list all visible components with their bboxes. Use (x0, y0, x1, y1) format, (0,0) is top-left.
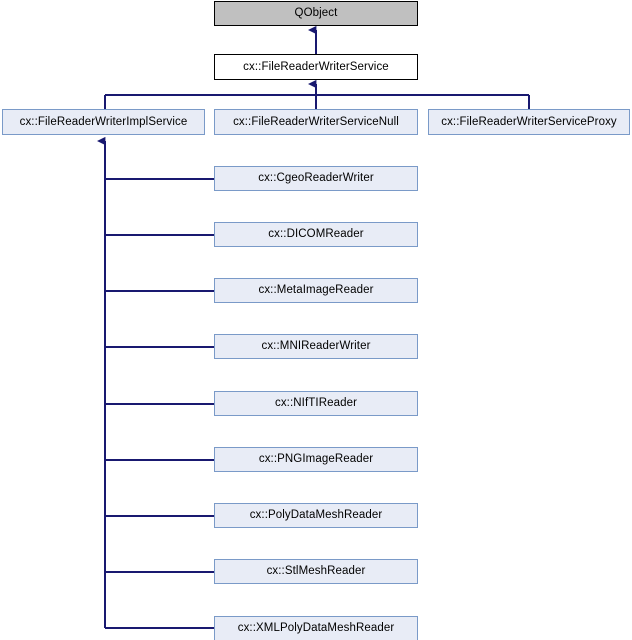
class-node-niftireader[interactable]: cx::NIfTIReader (214, 391, 418, 416)
class-node-polydatameshreader[interactable]: cx::PolyDataMeshReader (214, 503, 418, 528)
class-node-label: cx::FileReaderWriterServiceNull (233, 115, 399, 128)
class-node-label: cx::StlMeshReader (266, 565, 366, 578)
class-node-label: cx::PolyDataMeshReader (249, 509, 383, 522)
class-node-label: cx::XMLPolyDataMeshReader (237, 622, 395, 635)
class-node-label: cx::MetaImageReader (258, 284, 374, 297)
class-node-filereaderwriterservice[interactable]: cx::FileReaderWriterService (214, 54, 418, 80)
class-node-label: cx::PNGImageReader (258, 453, 374, 466)
class-node-dicomreader[interactable]: cx::DICOMReader (214, 222, 418, 247)
class-node-label: cx::DICOMReader (268, 228, 364, 241)
class-node-label: QObject (294, 7, 338, 20)
class-node-filereaderwriterimplservice[interactable]: cx::FileReaderWriterImplService (2, 109, 205, 135)
class-node-filereaderwriterservicenull[interactable]: cx::FileReaderWriterServiceNull (214, 109, 418, 135)
class-node-label: cx::FileReaderWriterService (243, 60, 389, 73)
class-node-label: cx::NIfTIReader (274, 397, 358, 410)
class-node-cgeoreaderwriter[interactable]: cx::CgeoReaderWriter (214, 166, 418, 191)
class-node-metaimagereader[interactable]: cx::MetaImageReader (214, 278, 418, 303)
class-node-pngimagereader[interactable]: cx::PNGImageReader (214, 447, 418, 472)
class-node-label: cx::CgeoReaderWriter (258, 172, 374, 185)
class-node-label: cx::FileReaderWriterServiceProxy (441, 115, 617, 128)
class-node-stlmeshreader[interactable]: cx::StlMeshReader (214, 559, 418, 584)
class-node-filereaderwriterserviceproxy[interactable]: cx::FileReaderWriterServiceProxy (428, 109, 630, 135)
class-node-label: cx::MNIReaderWriter (261, 340, 371, 353)
class-node-xmlpolydatameshreader[interactable]: cx::XMLPolyDataMeshReader (214, 616, 418, 640)
class-node-mnireaderwriter[interactable]: cx::MNIReaderWriter (214, 334, 418, 359)
class-node-label: cx::FileReaderWriterImplService (19, 115, 188, 128)
class-node-qobject[interactable]: QObject (214, 1, 418, 26)
